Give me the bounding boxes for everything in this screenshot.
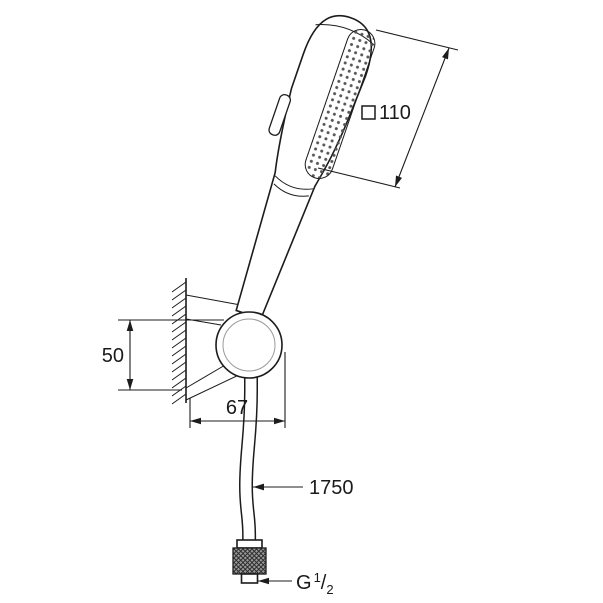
- arrowhead-top: [442, 48, 449, 60]
- knob-outer-circle: [215, 311, 283, 379]
- arrowhead-bottom: [126, 379, 134, 390]
- hose-inner: [240, 346, 257, 543]
- dim-bracket-height: 50: [102, 319, 224, 391]
- arrowhead: [258, 577, 269, 585]
- shower-hose: [238, 346, 258, 543]
- hose-length-label: 1750: [309, 477, 354, 499]
- arrowhead-bottom: [395, 175, 402, 187]
- thread-slash: /: [321, 572, 327, 594]
- dim-bracket-depth: 67: [189, 352, 286, 428]
- thread-denominator: 2: [326, 582, 333, 597]
- thread-prefix: G: [296, 572, 312, 594]
- holder-top-edge: [185, 294, 247, 307]
- mode-button: [268, 94, 292, 136]
- wall-hatching: [171, 281, 187, 405]
- bracket-depth-label: 67: [226, 397, 248, 419]
- dim-head-size: 110: [317, 29, 459, 189]
- thread-numerator: 1: [314, 570, 321, 585]
- knob-inner-circle: [222, 318, 276, 372]
- wall-section: [171, 278, 187, 405]
- neck-seam-upper: [274, 175, 314, 190]
- dimension-line: [394, 47, 450, 188]
- dim-hose-length: 1750: [253, 477, 354, 499]
- spray-face-plate: [304, 28, 376, 180]
- holder-knob: [215, 311, 283, 379]
- hand-shower: [235, 14, 376, 320]
- fitting-stub: [240, 573, 259, 584]
- square-symbol: [361, 105, 376, 120]
- hose-fitting: [232, 539, 267, 584]
- arrowhead: [253, 483, 264, 491]
- witness-line-bottom: [317, 167, 401, 189]
- arm-lower-edge: [185, 372, 244, 401]
- witness-line-top: [375, 29, 459, 51]
- neck-seam-lower: [273, 183, 309, 197]
- arrowhead-top: [126, 320, 134, 331]
- arrowhead-left: [190, 417, 201, 425]
- fitting-collar: [236, 539, 263, 549]
- knurled-nut: [232, 547, 267, 575]
- arrowhead-right: [274, 417, 285, 425]
- bracket-height-label: 50: [102, 345, 124, 367]
- head-size-label: 110: [379, 102, 411, 124]
